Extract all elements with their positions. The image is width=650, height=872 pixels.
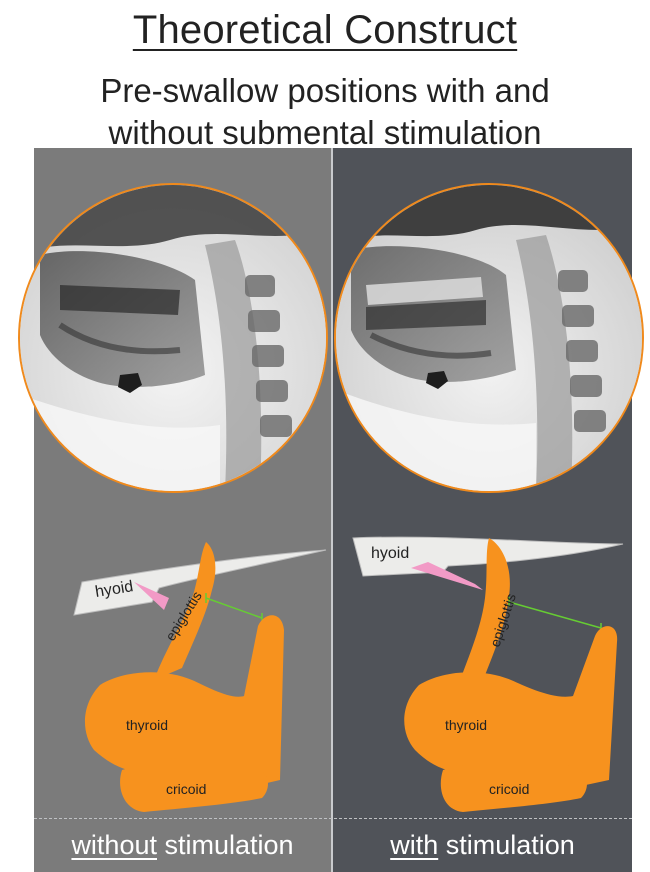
label-hyoid: hyoid xyxy=(371,545,409,562)
subtitle-line-1: Pre-swallow positions with and xyxy=(0,70,650,112)
label-thyroid: thyroid xyxy=(445,717,487,733)
label-thyroid: thyroid xyxy=(126,717,168,733)
xray-image-left xyxy=(18,183,328,493)
caption-emphasis: without xyxy=(71,830,157,860)
caption-text: stimulation xyxy=(438,830,575,860)
anatomy-diagram-right: hyoid epiglottis thyroid cricoid xyxy=(333,530,632,820)
caption-emphasis: with xyxy=(390,830,438,860)
anatomy-diagram-left: hyoid epiglottis thyroid cricoid xyxy=(34,530,331,820)
xray-illustration-right xyxy=(336,185,642,491)
caption-divider xyxy=(34,818,632,819)
caption-text: stimulation xyxy=(157,830,294,860)
header: Theoretical Construct Pre-swallow positi… xyxy=(0,0,650,148)
measure-line xyxy=(509,602,601,628)
measure-line xyxy=(206,598,262,618)
page-subtitle: Pre-swallow positions with and without s… xyxy=(0,70,650,154)
label-cricoid: cricoid xyxy=(489,781,529,797)
page-title: Theoretical Construct xyxy=(0,8,650,53)
label-cricoid: cricoid xyxy=(166,781,206,797)
caption-with-stimulation: with stimulation xyxy=(333,825,632,865)
xray-image-right xyxy=(334,183,644,493)
xray-illustration-left xyxy=(20,185,326,491)
caption-without-stimulation: without stimulation xyxy=(34,825,331,865)
